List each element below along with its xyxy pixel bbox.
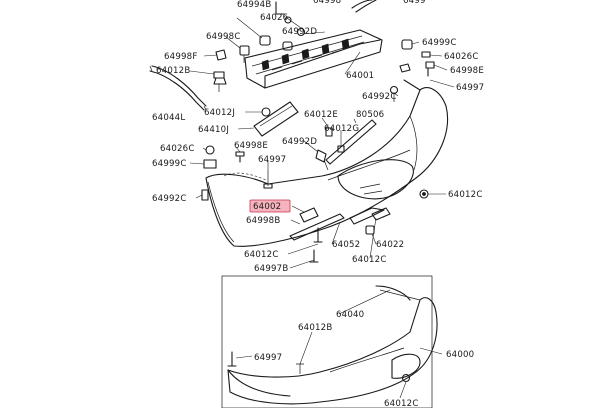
label-64998B: 64998B [246, 216, 280, 226]
label-64012G: 64012G [324, 124, 359, 134]
highlight-64002[interactable] [249, 199, 291, 213]
part-labels: 64994B 64998 6499 64026 64998C 64992D 64… [152, 0, 484, 408]
side-molding-64044L [149, 65, 207, 111]
reinforcement-bar-64001 [244, 29, 383, 89]
label-64012E: 64012E [304, 110, 338, 120]
label-64992C-right: 64992C [362, 92, 397, 102]
upper-trim-strip [351, 0, 377, 13]
bumper-assembly-64000 [227, 285, 438, 405]
fasteners-left-lower [201, 145, 273, 201]
label-64410J: 64410J [198, 125, 229, 135]
label-64998C: 64998C [206, 32, 241, 42]
fasteners-right-upper [389, 39, 435, 102]
label-64998E-right: 64998E [450, 66, 484, 76]
label-64044L: 64044L [152, 113, 185, 123]
label-64998F: 64998F [164, 52, 197, 62]
label-64026C-right: 64026C [444, 52, 479, 62]
label-64052: 64052 [332, 240, 360, 250]
label-64992D-top: 64992D [282, 27, 317, 37]
label-64002: 64002 [253, 202, 281, 212]
label-64022: 64022 [376, 240, 404, 250]
label-64994B: 64994B [237, 0, 271, 10]
label-64012C-mid: 64012C [352, 255, 387, 265]
label-64040: 64040 [336, 310, 364, 320]
leader-lines [189, 17, 455, 399]
label-64026B: 64026 [260, 13, 288, 23]
lower-brackets [289, 207, 391, 263]
label-64999C: 64999C [422, 38, 457, 48]
strip-80506 [315, 119, 377, 171]
label-64997-low: 64997 [254, 353, 282, 363]
label-64012J: 64012J [204, 108, 235, 118]
clip-group-top [239, 1, 306, 63]
label-64998-top: 64998 [313, 0, 341, 6]
bolt-64012C-right [419, 189, 429, 199]
label-64012B-low: 64012B [298, 323, 332, 333]
assembly-box [221, 275, 433, 408]
label-64012C-bot: 64012C [244, 250, 279, 260]
label-64012C-right: 64012C [448, 190, 483, 200]
label-6499-edge: 6499 [403, 0, 426, 6]
plate-64410J [253, 101, 299, 137]
label-64012B-left: 64012B [156, 66, 190, 76]
label-64001: 64001 [346, 71, 374, 81]
label-80506: 80506 [356, 110, 384, 120]
label-64997-mid: 64997 [258, 155, 286, 165]
label-64000: 64000 [446, 350, 474, 360]
label-64012C-low: 64012C [384, 399, 419, 408]
pin-64997-lower [227, 351, 237, 367]
bumper-cover-upper [205, 79, 449, 247]
label-64992C-left: 64992C [152, 194, 187, 204]
label-64997B: 64997B [254, 264, 288, 274]
fasteners-left-upper [213, 49, 227, 92]
label-64997-right: 64997 [456, 83, 484, 93]
label-64998E-left: 64998E [234, 141, 268, 151]
label-64999C-left: 64999C [152, 159, 187, 169]
label-64992D-mid: 64992D [282, 137, 317, 147]
label-64026C-left: 64026C [160, 144, 195, 154]
